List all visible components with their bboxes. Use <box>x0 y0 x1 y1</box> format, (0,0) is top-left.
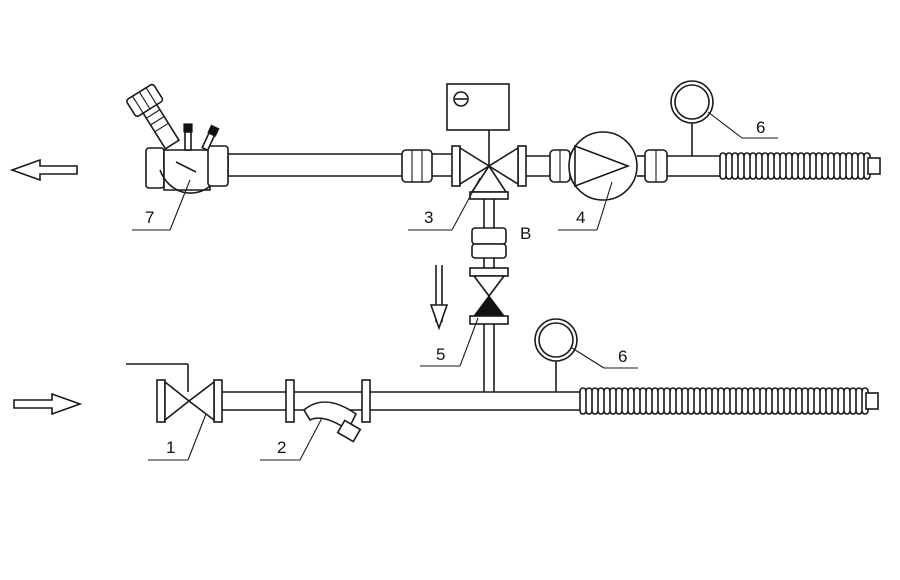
balancing-valve <box>126 83 229 194</box>
leader-1 <box>148 413 207 461</box>
down-flow-arrow <box>429 265 449 331</box>
corrugated-hose-lower <box>579 387 879 415</box>
leader-4 <box>558 181 613 231</box>
callout-2: 2 <box>277 438 286 457</box>
circulation-pump <box>568 131 645 201</box>
leader-2 <box>260 417 323 461</box>
leader-3 <box>408 177 481 231</box>
strainer-filter <box>302 401 362 443</box>
bypass-valve <box>469 267 509 392</box>
leader-7 <box>132 179 191 231</box>
leader-6-lower <box>571 347 638 369</box>
thermometer-lower <box>534 318 578 392</box>
shutoff-valve <box>126 363 223 423</box>
three-way-valve <box>451 130 527 200</box>
callout-6-lower: 6 <box>618 347 627 366</box>
corrugated-hose-upper <box>719 152 881 180</box>
union-nut-right <box>644 149 720 183</box>
return-pipe <box>222 379 580 423</box>
supply-pipe <box>227 153 402 177</box>
callout-5: 5 <box>436 345 445 364</box>
callout-4: 4 <box>576 208 585 227</box>
bypass-line <box>471 199 507 268</box>
port-b-label: B <box>520 224 531 243</box>
outflow-arrow-left <box>9 158 78 182</box>
inflow-arrow-right <box>13 392 83 416</box>
leader-5 <box>420 317 479 367</box>
callout-1: 1 <box>166 438 175 457</box>
callout-6-upper: 6 <box>756 118 765 137</box>
callout-7: 7 <box>145 208 154 227</box>
callout-3: 3 <box>424 208 433 227</box>
valve-actuator <box>446 83 510 131</box>
leader-6-upper <box>707 111 778 139</box>
union-nut-left <box>401 149 452 183</box>
union-nut-mid <box>526 149 571 183</box>
thermometer-upper <box>670 80 714 156</box>
